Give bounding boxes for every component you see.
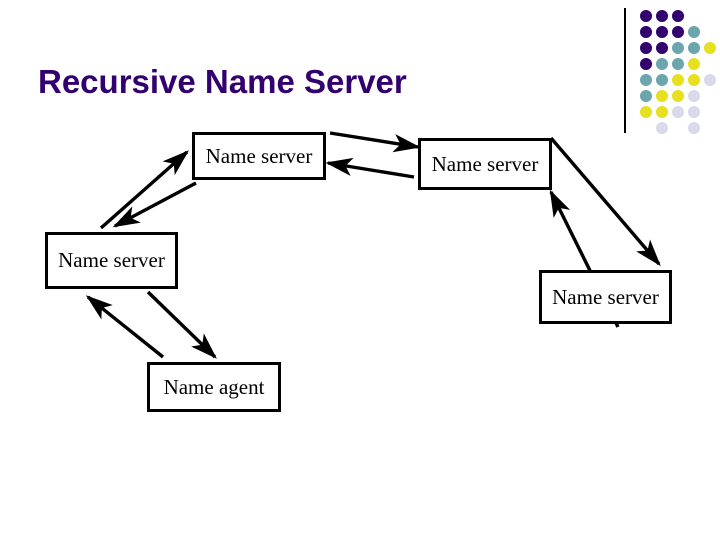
node-label: Name server (431, 151, 539, 176)
node-label: Name agent (163, 374, 265, 399)
node-name-server-top-left[interactable]: Name server (192, 132, 326, 180)
decorative-dot (688, 106, 700, 118)
decorative-dot (672, 42, 684, 54)
decorative-dot (672, 58, 684, 70)
decorative-dot (688, 90, 700, 102)
decorative-dot (640, 26, 652, 38)
node-label: Name server (58, 248, 165, 272)
page-title: Recursive Name Server (38, 63, 407, 100)
decorative-dot (656, 58, 668, 70)
decorative-dot (640, 10, 652, 22)
decorative-dot (640, 74, 652, 86)
decorative-dot (672, 26, 684, 38)
arrow-ns-top-left-to-ns-mid-left (112, 181, 197, 228)
decorative-dot (672, 74, 684, 86)
arrow-ns-top-right-to-ns-top-left (325, 157, 415, 179)
arrow-ns-top-right-to-ns-mid-right (549, 136, 661, 267)
node-label: Name server (205, 143, 313, 168)
decorative-dot (640, 42, 652, 54)
decorative-dot (672, 90, 684, 102)
decorative-dot (688, 58, 700, 70)
decorative-dot (656, 122, 668, 134)
decorative-dot (656, 74, 668, 86)
decorative-dot (672, 10, 684, 22)
decorative-dot (656, 26, 668, 38)
decorative-dot (656, 90, 668, 102)
decorative-dot (688, 122, 700, 134)
decorative-dot (704, 74, 716, 86)
decorative-dot (688, 74, 700, 86)
decorative-dot (688, 42, 700, 54)
arrow-agent-to-ns-mid-left (85, 295, 165, 359)
arrow-ns-mid-left-to-ns-top-left (99, 150, 190, 230)
decorative-dot (640, 90, 652, 102)
vertical-rule (624, 8, 626, 133)
node-name-server-top-right[interactable]: Name server (418, 138, 552, 190)
dot-grid-motif (624, 6, 720, 136)
decorative-dot (640, 58, 652, 70)
decorative-dot (656, 10, 668, 22)
node-name-server-mid-right[interactable]: Name server (539, 270, 672, 324)
node-name-agent[interactable]: Name agent (147, 362, 281, 412)
node-name-server-mid-left[interactable]: Name server (45, 232, 178, 289)
decorative-dot (640, 106, 652, 118)
decorative-dot (688, 26, 700, 38)
decorative-dot (656, 106, 668, 118)
decorative-dot (672, 106, 684, 118)
decorative-dot (704, 42, 716, 54)
decorative-dot (656, 42, 668, 54)
node-label: Name server (552, 284, 659, 309)
arrow-ns-top-left-to-ns-top-right (329, 131, 421, 153)
arrow-ns-mid-left-to-agent (146, 290, 217, 359)
